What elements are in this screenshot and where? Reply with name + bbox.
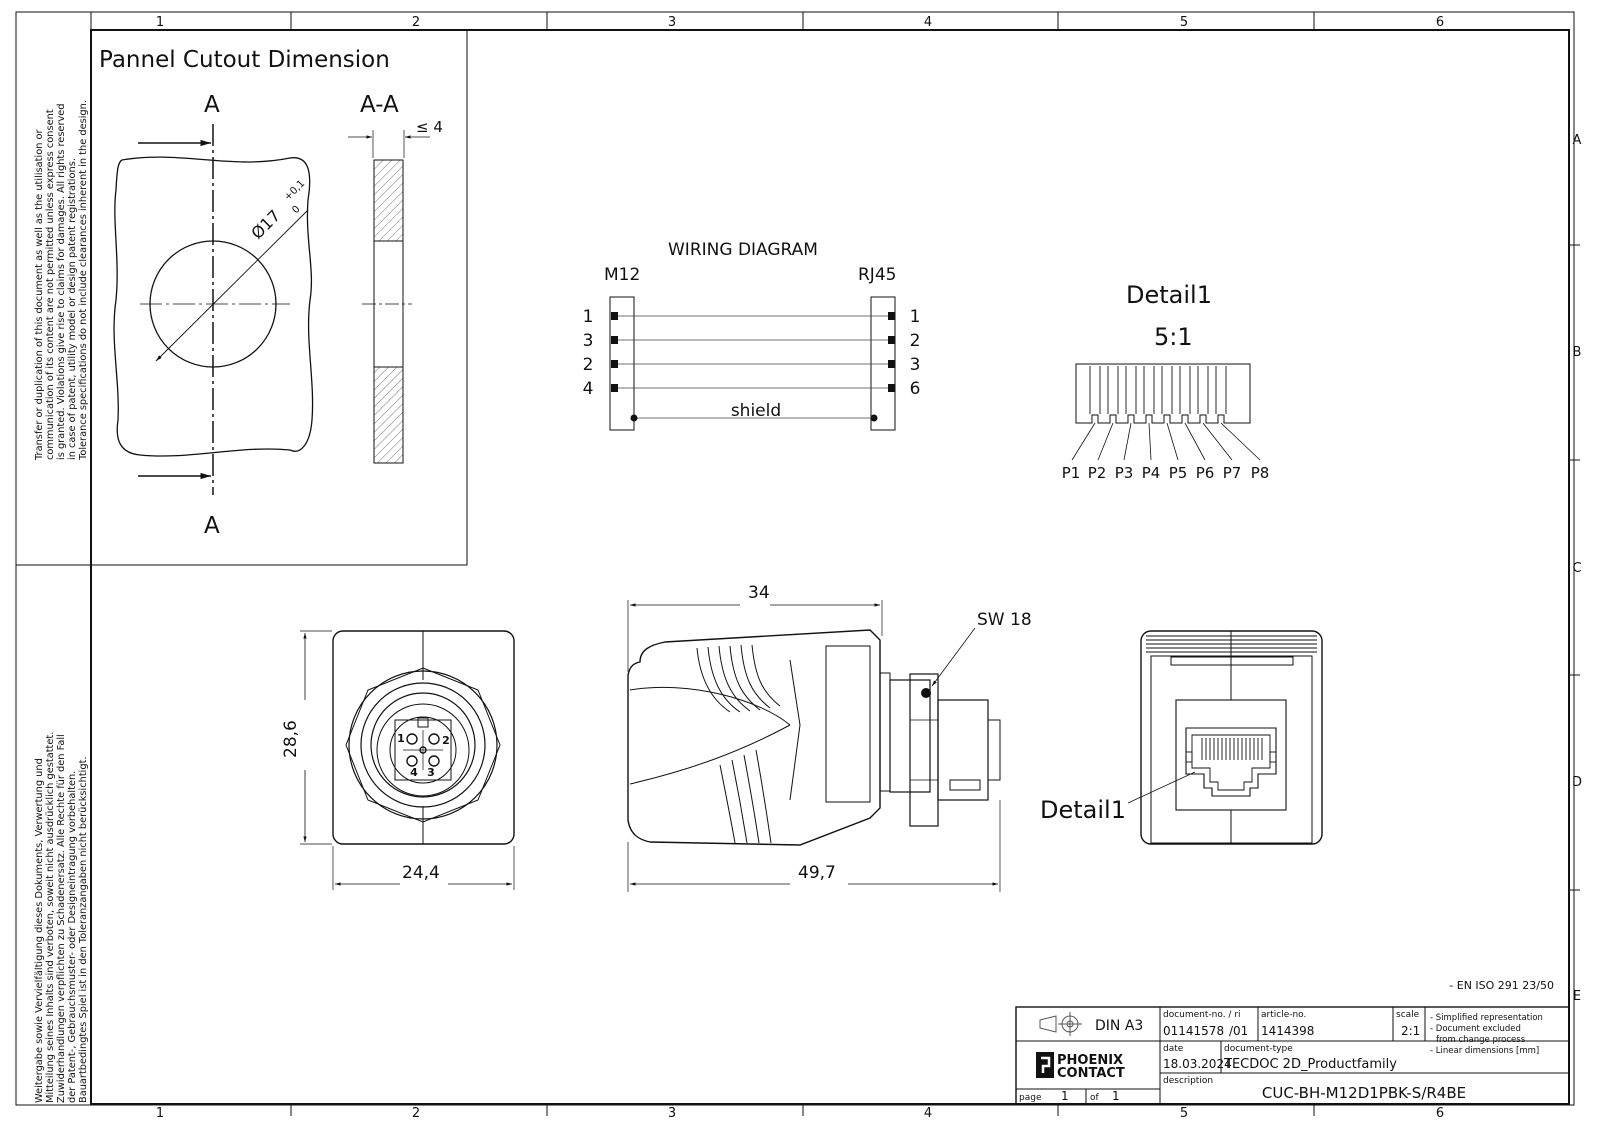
wrench-size-label: SW 18 — [977, 610, 1032, 630]
col-label-6: 6 — [1436, 15, 1444, 30]
col-label-5: 5 — [1180, 15, 1188, 30]
cutout-tolerance-lower: 0 — [290, 204, 302, 216]
svg-text:PHOENIX: PHOENIX — [1057, 1053, 1123, 1068]
note-simplified: - Simplified representation — [1430, 1013, 1543, 1023]
detail-pin-p3: P3 — [1115, 464, 1134, 482]
note-excluded: - Document excluded — [1430, 1024, 1521, 1034]
panel-cutout-title: Pannel Cutout Dimension — [99, 47, 390, 73]
doc-no-label: document-no. / ri — [1163, 1010, 1241, 1020]
col-label-1: 1 — [156, 15, 164, 30]
of-label: of — [1090, 1093, 1100, 1103]
side-view: SW 18 34 49,7 — [627, 583, 1032, 892]
detail-pin-p8: P8 — [1251, 464, 1270, 482]
col-label-6-bottom: 6 — [1436, 1106, 1444, 1121]
detail-pin-p7: P7 — [1223, 464, 1242, 482]
detail-pin-p2: P2 — [1088, 464, 1107, 482]
document-number: 01141578 — [1163, 1024, 1224, 1038]
wiring-rj45-label: RJ45 — [858, 265, 896, 285]
rj45-rear-view: Detail1 — [1040, 630, 1323, 845]
front-pin-4: 4 — [410, 766, 418, 779]
cutout-diameter: Ø17 — [247, 206, 284, 243]
detail1-view: Detail1 5:1 P1 P2 P3 P4 P5 P6 P7 P — [1062, 281, 1270, 482]
col-label-2-bottom: 2 — [412, 1106, 420, 1121]
row-label-E: E — [1573, 989, 1581, 1004]
section-view-label: A-A — [360, 92, 399, 118]
total-length-dim: 49,7 — [798, 863, 836, 883]
detail-pin-p4: P4 — [1142, 464, 1161, 482]
rj45-pin-3: 3 — [910, 355, 921, 375]
col-label-5-bottom: 5 — [1180, 1106, 1188, 1121]
rj45-pin-2: 2 — [910, 331, 921, 351]
standard-reference: - EN ISO 291 23/50 — [1449, 979, 1554, 992]
detail1-scale: 5:1 — [1154, 323, 1193, 351]
front-pin-3: 3 — [427, 766, 435, 779]
front-pin-1: 1 — [397, 732, 405, 745]
panel-thickness-dim: ≤ 4 — [416, 118, 443, 136]
m12-pin-3: 3 — [583, 331, 594, 351]
detail-pin-p6: P6 — [1196, 464, 1215, 482]
detail1-title: Detail1 — [1126, 281, 1212, 309]
page-number: 1 — [1061, 1089, 1069, 1103]
front-height-dim: 28,6 — [281, 720, 301, 758]
product-description: CUC-BH-M12D1PBK-S/R4BE — [1262, 1084, 1466, 1102]
legal-note-german: Weitergabe sowie Vervielfältigung dieses… — [34, 729, 89, 1104]
cutout-tolerance-upper: +0,1 — [282, 178, 307, 203]
front-width-dim: 24,4 — [402, 863, 440, 883]
col-label-4: 4 — [924, 15, 932, 30]
wiring-diagram: WIRING DIAGRAM M12 RJ45 1 3 2 4 1 2 3 6 — [583, 240, 921, 431]
doctype-label: document-type — [1224, 1044, 1293, 1054]
note-linear-dims: - Linear dimensions [mm] — [1430, 1046, 1539, 1056]
projection-symbol-icon — [1039, 1012, 1082, 1036]
front-pin-2: 2 — [442, 734, 450, 747]
body-length-dim: 34 — [748, 583, 770, 603]
drawing-date: 18.03.2024 — [1163, 1057, 1232, 1071]
detail1-callout: Detail1 — [1040, 796, 1126, 824]
row-label-D: D — [1572, 775, 1582, 790]
detail-pin-p5: P5 — [1169, 464, 1188, 482]
article-number: 1414398 — [1261, 1024, 1314, 1038]
col-label-3: 3 — [668, 15, 676, 30]
col-label-1-bottom: 1 — [156, 1106, 164, 1121]
page-label: page — [1019, 1093, 1042, 1103]
wiring-title: WIRING DIAGRAM — [668, 240, 818, 260]
panel-cutout-section: Pannel Cutout Dimension A A Ø17 +0,1 0 A… — [91, 29, 468, 566]
title-block: - EN ISO 291 23/50 DIN A3 PHOENIX CONTAC… — [1015, 979, 1570, 1105]
document-type: TECDOC 2D_Productfamily — [1223, 1057, 1397, 1072]
shield-label: shield — [731, 401, 781, 421]
m12-pin-1: 1 — [583, 307, 594, 327]
page-count: 1 — [1112, 1089, 1120, 1103]
col-label-2: 2 — [412, 15, 420, 30]
m12-pin-2: 2 — [583, 355, 594, 375]
column-labels-top: 1 2 3 4 5 6 — [156, 15, 1444, 30]
detail-pin-p1: P1 — [1062, 464, 1081, 482]
description-label: description — [1163, 1076, 1213, 1086]
rj45-pin-1: 1 — [910, 307, 921, 327]
row-label-B: B — [1573, 345, 1582, 360]
phoenix-contact-logo: PHOENIX CONTACT — [1036, 1052, 1125, 1081]
section-mark-bottom: A — [204, 513, 220, 539]
article-label: article-no. — [1261, 1010, 1306, 1020]
row-labels: A B C D E — [1572, 133, 1582, 1004]
row-label-A: A — [1573, 133, 1582, 148]
scale-label: scale — [1396, 1010, 1420, 1020]
sheet-format: DIN A3 — [1095, 1018, 1143, 1034]
note-change-process: from change process — [1436, 1035, 1526, 1045]
legal-note-english: Transfer or duplication of this document… — [34, 100, 89, 461]
col-label-3-bottom: 3 — [668, 1106, 676, 1121]
m12-pin-4: 4 — [583, 379, 594, 399]
date-label: date — [1163, 1044, 1184, 1054]
svg-text:CONTACT: CONTACT — [1057, 1066, 1125, 1081]
front-view-m12: 1 2 3 4 28,6 24,4 — [281, 630, 515, 890]
section-mark-top: A — [204, 92, 220, 118]
column-labels-bottom: 1 2 3 4 5 6 — [156, 1106, 1444, 1121]
wiring-m12-label: M12 — [604, 265, 640, 285]
col-label-4-bottom: 4 — [924, 1106, 932, 1121]
row-label-C: C — [1572, 561, 1581, 576]
document-revision: /01 — [1229, 1024, 1248, 1038]
rj45-pin-6: 6 — [910, 379, 921, 399]
drawing-frame — [15, 11, 1580, 1116]
drawing-scale: 2:1 — [1401, 1024, 1420, 1038]
